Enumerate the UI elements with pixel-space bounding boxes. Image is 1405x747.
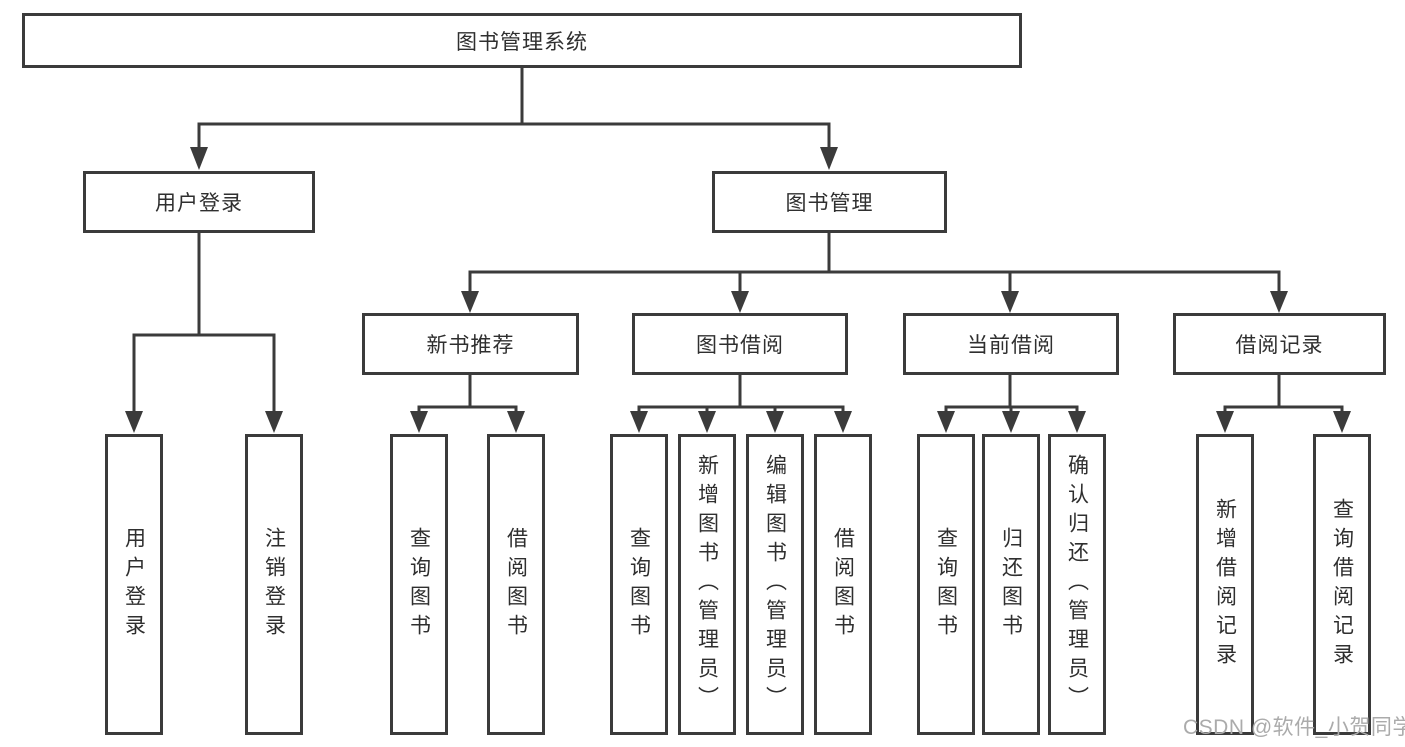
node-borrowing-records: 借阅记录 [1173,313,1386,375]
leaf-user-login: 用户登录 [105,434,163,735]
leaf-borrow-query-books: 查询图书 [610,434,668,735]
leaf-records-add-record: 新增借阅记录 [1196,434,1254,735]
node-label: 当前借阅 [967,334,1055,357]
node-label: 查询图书 [934,526,958,643]
node-label: 用户登录 [122,526,146,643]
node-label: 图书管理系统 [456,30,588,54]
connector-current-borrow-children [937,375,1086,433]
node-new-book-recommendation: 新书推荐 [362,313,579,375]
leaf-newbooks-borrow-books: 借阅图书 [487,434,545,735]
connector-new-book-children [410,375,525,433]
node-label: 用户登录 [155,192,243,215]
node-label: 图书管理 [785,192,874,215]
leaf-borrow-edit-books-admin: 编辑图书（管理员） [746,434,804,735]
node-label: 查询图书 [407,526,431,643]
node-label: 归还图书 [999,526,1023,643]
leaf-newbooks-query-books: 查询图书 [390,434,448,735]
node-user-login: 用户登录 [83,171,315,233]
node-label: 新增借阅记录 [1213,497,1237,672]
node-book-management: 图书管理 [712,171,947,233]
node-label: 新书推荐 [426,334,515,357]
leaf-current-return-books: 归还图书 [982,434,1040,735]
node-label: 新增图书（管理员） [695,454,719,715]
csdn-watermark: CSDN @软件_小贺同学 [1183,716,1405,739]
leaf-borrow-borrow-books: 借阅图书 [814,434,872,735]
node-label: 图书借阅 [696,334,784,357]
node-book-borrowing: 图书借阅 [632,313,848,375]
connector-borrow-records-children [1216,375,1351,433]
leaf-current-confirm-return-admin: 确认归还（管理员） [1048,434,1106,735]
node-label: 借阅图书 [504,526,528,643]
connector-book-management-children [461,233,1288,313]
node-label: 确认归还（管理员） [1065,454,1089,715]
connector-book-borrow-children [630,375,852,433]
node-label: 借阅记录 [1235,334,1324,357]
node-label: 注销登录 [262,526,286,643]
node-label: 查询借阅记录 [1330,497,1354,672]
node-label: 查询图书 [627,526,651,643]
leaf-records-query-record: 查询借阅记录 [1313,434,1371,735]
leaf-borrow-add-books-admin: 新增图书（管理员） [678,434,736,735]
node-current-borrowing: 当前借阅 [903,313,1119,375]
node-label: 借阅图书 [831,526,855,643]
connector-user-login-children [125,233,283,433]
node-library-management-system: 图书管理系统 [22,13,1022,68]
node-label: 编辑图书（管理员） [763,454,787,715]
leaf-current-query-books: 查询图书 [917,434,975,735]
connector-root-to-level2 [190,68,838,170]
leaf-logout: 注销登录 [245,434,303,735]
